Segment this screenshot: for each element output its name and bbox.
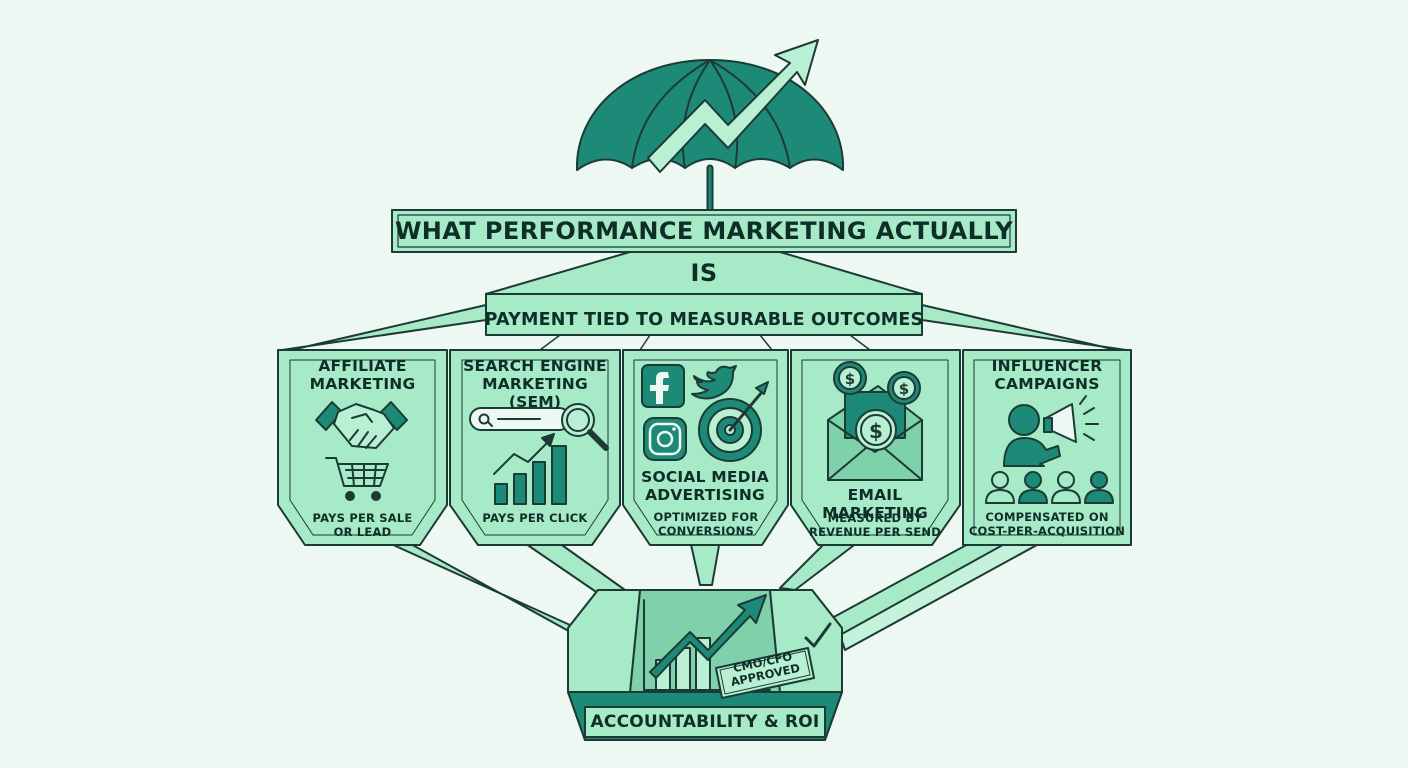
- subtitle-panel: [485, 251, 923, 336]
- audience-icon: [985, 471, 1114, 504]
- handshake-icon: [315, 401, 408, 449]
- approval-stamp: [715, 622, 832, 699]
- twitter-icon: [691, 365, 737, 400]
- pillar-sem: [449, 349, 621, 546]
- megaphone-person-icon: [1003, 395, 1099, 467]
- dollar-sign-icon: $: [899, 380, 909, 398]
- bar-chart-icon: [493, 433, 567, 505]
- search-bar-icon: [469, 407, 571, 431]
- facebook-icon: [641, 364, 685, 408]
- target-icon: [698, 381, 769, 462]
- magnifier-icon: [561, 403, 609, 451]
- growth-arrow-icon: [647, 39, 819, 173]
- roi-chart-icon: [643, 594, 771, 691]
- dollar-sign-icon: $: [869, 419, 883, 443]
- title-panel: [391, 209, 1017, 253]
- shopping-cart-icon: [325, 457, 389, 501]
- instagram-icon: [643, 417, 687, 461]
- pillar-influencer: [962, 349, 1132, 546]
- checkmark-icon: [804, 622, 832, 648]
- top-thin-connectors: [539, 334, 871, 351]
- dollar-coin-icon: [833, 361, 921, 451]
- dollar-sign-icon: $: [845, 370, 855, 388]
